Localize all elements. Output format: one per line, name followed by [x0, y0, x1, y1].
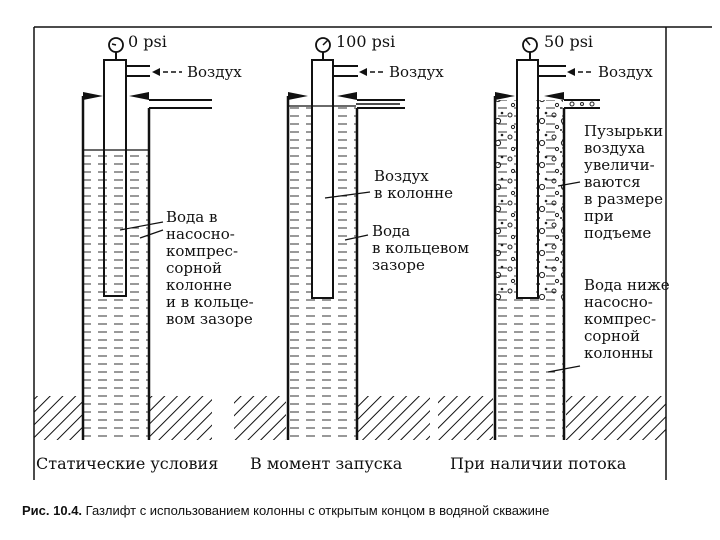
- air-arrow-head: [567, 68, 575, 76]
- ground-right: [358, 396, 430, 440]
- bubble-zone-tubing: [518, 66, 536, 298]
- outflow-bubble: [589, 101, 595, 107]
- condition-label: При наличии потока: [450, 454, 627, 473]
- leader-water-below: [547, 365, 581, 373]
- air-label: Воздух: [598, 63, 653, 81]
- figure-caption: Рис. 10.4. Газлифт с использованием коло…: [22, 503, 712, 518]
- bubbles-label: Пузырьки воздуха увеличи- ваются в разме…: [584, 122, 668, 242]
- pressure-reading: 0 psi: [128, 32, 167, 51]
- pressure-reading: 100 psi: [336, 32, 395, 51]
- ground-right: [150, 396, 212, 440]
- casing-cap-right: [544, 92, 564, 100]
- ground-left: [234, 396, 286, 440]
- air-in-tubing: [313, 66, 332, 298]
- casing-cap-right: [129, 92, 149, 100]
- figure-number: Рис. 10.4.: [22, 503, 83, 518]
- condition-label: Статические условия: [36, 454, 218, 473]
- air-in-tubing-label: Воздух в колонне: [374, 167, 453, 202]
- gauge-needle: [322, 39, 329, 46]
- ground-left: [34, 396, 82, 440]
- casing-cap-left: [495, 92, 515, 100]
- bubble-zone-left: [496, 100, 516, 300]
- water-below-label: Вода ниже насосно- компрес- сорной колон…: [584, 276, 674, 362]
- annulus-water-label: Вода в кольцевом зазоре: [372, 222, 474, 274]
- casing-cap-right: [337, 92, 357, 100]
- water-description: Вода в насосно- компрес- сорной колонне …: [166, 208, 258, 328]
- tubing: [516, 59, 539, 299]
- casing-cap-left: [288, 92, 308, 100]
- leader-annulus: [139, 229, 164, 239]
- condition-label: В момент запуска: [250, 454, 403, 473]
- ground-right: [566, 396, 666, 440]
- leader-bubbles: [557, 181, 581, 187]
- casing-cap-left: [83, 92, 103, 100]
- air-arrow-head: [359, 68, 367, 76]
- leader-air: [324, 191, 371, 199]
- panel-flowing: 50 psi Воздух Пузырьки воздуха увеличи- …: [438, 32, 674, 473]
- outflow-bubble: [569, 101, 575, 107]
- air-label: Воздух: [389, 63, 444, 81]
- leader-annulus: [344, 234, 369, 241]
- outflow-bubble: [580, 102, 584, 106]
- pressure-reading: 50 psi: [544, 32, 593, 51]
- bubble-zone-right: [538, 100, 563, 300]
- figure-caption-text: Газлифт с использованием колонны с откры…: [85, 503, 550, 518]
- leader-tubing: [119, 221, 164, 231]
- panel-static: 0 psi Воздух Вода в насосно- компрес- со…: [34, 32, 258, 473]
- gauge-needle: [111, 43, 117, 46]
- air-arrow-head: [152, 68, 160, 76]
- air-label: Воздух: [187, 63, 242, 81]
- gauge-needle: [525, 39, 531, 46]
- panel-startup: 100 psi Воздух Воздух в колонне Вода в к…: [234, 32, 474, 473]
- ground-left: [438, 396, 493, 440]
